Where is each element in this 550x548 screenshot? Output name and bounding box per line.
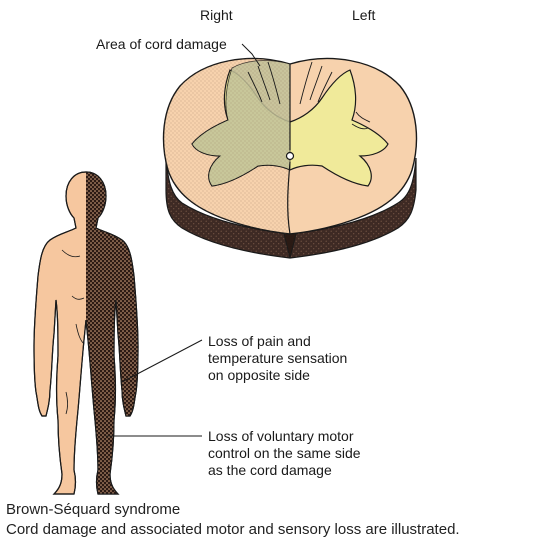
label-left-side: Left [352,7,376,23]
label-motor-loss-block: Loss of voluntary motor control on the s… [208,428,361,479]
pain-loss-line: temperature sensation [208,350,348,366]
label-pain-loss-block: Loss of pain and temperature sensation o… [208,333,347,384]
ventral-notch [283,233,297,259]
motor-loss-line: control on the same side [208,445,361,461]
pain-loss-line: Loss of pain and [208,333,311,349]
ventral-fissure [287,161,291,235]
pain-loss-leader-line [121,339,203,383]
pain-loss-line: on opposite side [208,367,310,383]
caption-title: Brown-Séquard syndrome [6,501,181,518]
dorsal-root-lines [247,61,371,130]
cord-side-surface [165,157,417,259]
label-cord-damage: Area of cord damage [96,36,227,52]
body-outline [33,171,139,495]
body-detail-lines [61,249,85,415]
motor-loss-line: Loss of voluntary motor [208,428,354,444]
damaged-area-stipple [192,60,290,186]
caption-text: Cord damage and associated motor and sen… [6,521,460,538]
central-canal [285,151,295,161]
affected-side-shading [86,172,138,494]
motor-loss-line: as the cord damage [208,462,332,478]
damage-leader-line [241,43,261,67]
human-figure [33,171,139,495]
spinal-cord-section [162,43,418,259]
label-right-side: Right [200,7,233,23]
